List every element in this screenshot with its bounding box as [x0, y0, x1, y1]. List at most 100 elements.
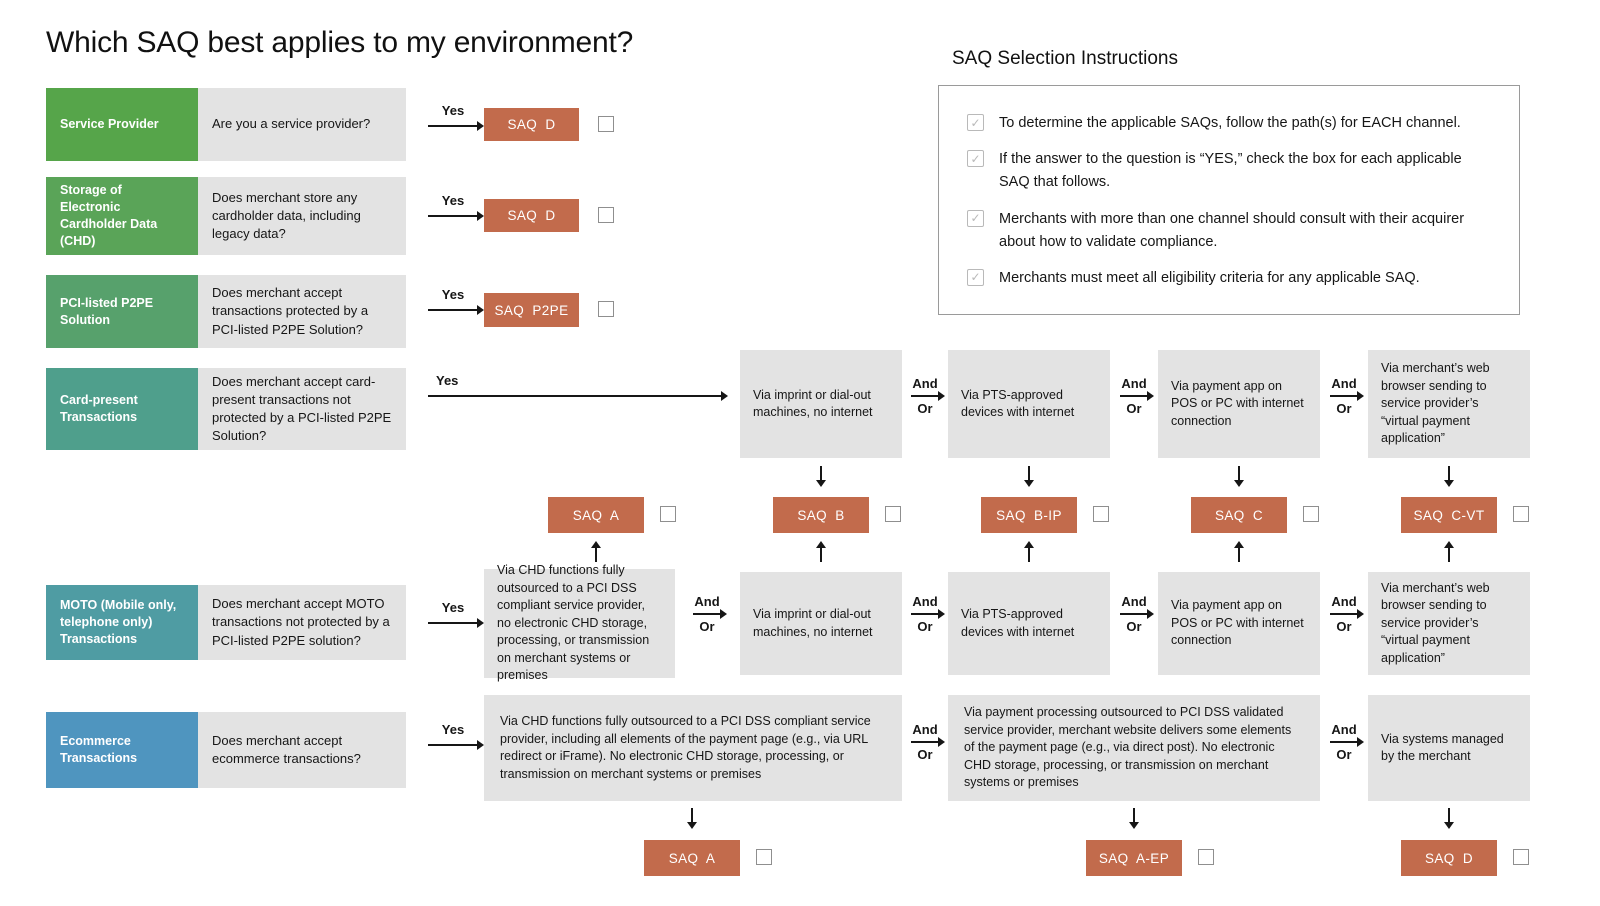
saq-box-a-ep: SAQ A-EP: [1086, 840, 1182, 876]
arrow-right-icon: [1120, 391, 1154, 401]
channel-question: Are you a service provider?: [198, 88, 406, 161]
yes-label: Yes: [436, 373, 459, 388]
checkbox-checked-icon: ✓: [967, 268, 984, 286]
or-label: Or: [917, 619, 933, 634]
arrow-down-icon: [687, 808, 697, 829]
instruction-item: ✓ Merchants with more than one channel s…: [967, 208, 1491, 254]
arrow-right-icon: [911, 391, 945, 401]
or-label: Or: [1336, 619, 1352, 634]
arrow-down-icon: [1444, 466, 1454, 487]
yes-label: Yes: [441, 287, 465, 302]
saq-box-b-ip: SAQ B-IP: [981, 497, 1077, 533]
arrow-down-icon: [1129, 808, 1139, 829]
yes-label: Yes: [441, 193, 465, 208]
checkbox-checked-icon: ✓: [967, 150, 984, 168]
arrow-right-icon: [1120, 609, 1154, 619]
instruction-text: Merchants with more than one channel sho…: [999, 210, 1465, 250]
path-text: Via payment processing outsourced to PCI…: [964, 705, 1292, 790]
and-label: And: [912, 594, 938, 609]
arrow-right-icon: [428, 391, 728, 401]
saq-label: SAQ C: [1214, 507, 1263, 523]
path-text: Via imprint or dial-out machines, no int…: [753, 607, 873, 639]
saq-label: SAQ A: [668, 850, 716, 866]
and-or-connector: And Or: [1327, 594, 1364, 634]
saq-box-d-service-provider: SAQ D: [484, 108, 579, 141]
saq-checkbox-p2pe[interactable]: [598, 301, 614, 317]
checkbox-checked-icon: ✓: [967, 114, 984, 131]
saq-checkbox-a-bottom[interactable]: [756, 849, 772, 865]
or-label: Or: [917, 401, 933, 416]
arrow-right-icon: [428, 305, 484, 315]
and-or-connector: And Or: [1327, 722, 1364, 762]
saq-checkbox-a-mid[interactable]: [660, 506, 676, 522]
channel-label: Ecommerce Transactions: [46, 712, 198, 788]
saq-box-c: SAQ C: [1191, 497, 1287, 533]
channel-row-moto: MOTO (Mobile only, telephone only) Trans…: [46, 585, 406, 660]
or-label: Or: [1126, 619, 1142, 634]
instruction-item: ✓ If the answer to the question is “YES,…: [967, 148, 1491, 194]
page-title: Which SAQ best applies to my environment…: [46, 26, 634, 59]
saq-checkbox-b-ip[interactable]: [1093, 506, 1109, 522]
saq-label: SAQ D: [1424, 850, 1473, 866]
yes-label: Yes: [441, 722, 465, 737]
arrow-right-icon: [911, 609, 945, 619]
instructions-title: SAQ Selection Instructions: [952, 48, 1178, 69]
and-label: And: [912, 376, 938, 391]
saq-label: SAQ C-VT: [1413, 507, 1485, 523]
path-text: Via PTS-approved devices with internet: [961, 387, 1075, 420]
yes-arrow: Yes: [428, 103, 484, 131]
saq-label: SAQ B: [797, 507, 845, 523]
path-box-payment-app-moto: Via payment app on POS or PC with intern…: [1158, 572, 1320, 675]
arrow-right-icon: [428, 618, 484, 628]
arrow-right-icon: [911, 737, 945, 747]
path-text: Via CHD functions fully outsourced to a …: [500, 714, 871, 781]
and-label: And: [1331, 722, 1357, 737]
path-box-pts-moto: Via PTS-approved devices with internet: [948, 572, 1110, 675]
channel-row-storage-chd: Storage of Electronic Cardholder Data (C…: [46, 177, 406, 255]
arrow-right-icon: [1330, 609, 1364, 619]
path-box-ecom-outsourced: Via CHD functions fully outsourced to a …: [484, 695, 902, 801]
and-label: And: [1121, 376, 1147, 391]
yes-label: Yes: [441, 600, 465, 615]
channel-row-p2pe: PCI-listed P2PE Solution Does merchant a…: [46, 275, 406, 348]
saq-checkbox-c[interactable]: [1303, 506, 1319, 522]
path-text: Via systems managed by the merchant: [1381, 731, 1504, 764]
path-box-imprint-moto: Via imprint or dial-out machines, no int…: [740, 572, 902, 675]
channel-label: MOTO (Mobile only, telephone only) Trans…: [46, 585, 198, 660]
saq-checkbox-d-storage-chd[interactable]: [598, 207, 614, 223]
saq-box-a-bottom: SAQ A: [644, 840, 740, 876]
path-box-payment-app-cp: Via payment app on POS or PC with intern…: [1158, 350, 1320, 458]
or-label: Or: [1336, 401, 1352, 416]
and-or-connector: And Or: [908, 722, 945, 762]
instructions-box: ✓ To determine the applicable SAQs, foll…: [938, 85, 1520, 315]
saq-label: SAQ P2PE: [494, 302, 569, 318]
arrow-right-icon: [1330, 737, 1364, 747]
yes-arrow: Yes: [428, 193, 484, 221]
saq-checkbox-a-ep[interactable]: [1198, 849, 1214, 865]
checkbox-checked-icon: ✓: [967, 209, 984, 227]
saq-box-d-storage-chd: SAQ D: [484, 199, 579, 232]
arrow-up-icon: [816, 541, 826, 562]
saq-checkbox-d-service-provider[interactable]: [598, 116, 614, 132]
and-label: And: [1331, 594, 1357, 609]
saq-box-a-mid: SAQ A: [548, 497, 644, 533]
path-box-imprint-cp: Via imprint or dial-out machines, no int…: [740, 350, 902, 458]
arrow-up-icon: [1444, 541, 1454, 562]
channel-question: Does merchant store any cardholder data,…: [198, 177, 406, 255]
channel-question: Does merchant accept MOTO transactions n…: [198, 585, 406, 660]
saq-checkbox-c-vt[interactable]: [1513, 506, 1529, 522]
path-text: Via payment app on POS or PC with intern…: [1171, 378, 1304, 428]
path-text: Via merchant’s web browser sending to se…: [1381, 361, 1490, 446]
yes-arrow: Yes: [428, 373, 728, 401]
saq-label: SAQ D: [507, 117, 556, 132]
saq-label: SAQ D: [507, 208, 556, 223]
instruction-item: ✓ To determine the applicable SAQs, foll…: [967, 112, 1491, 135]
saq-checkbox-b[interactable]: [885, 506, 901, 522]
instruction-text: If the answer to the question is “YES,” …: [999, 151, 1462, 191]
saq-checkbox-d-bottom[interactable]: [1513, 849, 1529, 865]
saq-label: SAQ A-EP: [1098, 850, 1170, 866]
arrow-right-icon: [1330, 391, 1364, 401]
arrow-down-icon: [1024, 466, 1034, 487]
or-label: Or: [917, 747, 933, 762]
